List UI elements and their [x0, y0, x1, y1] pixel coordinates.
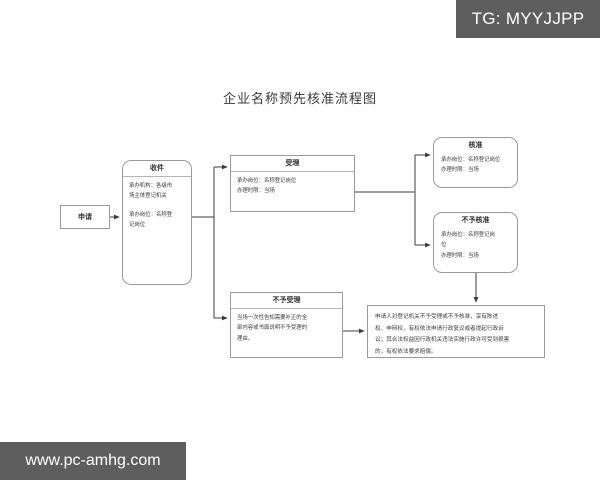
- node-receive-line2: 场主体登记机关: [129, 193, 167, 200]
- node-rights-line4: 的，有权依法要求赔偿。: [375, 348, 437, 355]
- node-not-approve-line3: 办理时限：当场: [441, 252, 479, 259]
- node-accept-title: 受理: [231, 156, 354, 172]
- node-not-approve-title: 不予核准: [461, 216, 490, 224]
- node-not-accept-body: 当场一次性告知需要补正的全 部内容或书面说明不予受理的 理由。: [231, 309, 342, 350]
- node-receive-line1: 承办机构：各级市: [129, 182, 173, 189]
- node-not-accept-line2: 部内容或书面说明不予受理的: [237, 325, 308, 332]
- node-not-accept[interactable]: 不予受理 当场一次性告知需要补正的全 部内容或书面说明不予受理的 理由。: [230, 292, 343, 358]
- node-accept-line1: 承办岗位：名称登记岗位: [237, 177, 297, 184]
- node-receive-line4: 记岗位: [129, 222, 146, 229]
- node-approve-line1: 承办岗位：名称登记岗位: [441, 156, 501, 163]
- node-receive-line3: 承办岗位：名称登: [129, 211, 173, 218]
- watermark-banner: www.pc-amhg.com: [0, 442, 186, 480]
- node-approve-title: 核准: [468, 141, 483, 149]
- node-not-accept-line1: 当场一次性告知需要补正的全: [237, 314, 308, 321]
- node-approve-body: 承办岗位：名称登记岗位 办理时限：当场: [434, 153, 517, 180]
- node-apply-label: 申请: [78, 213, 92, 221]
- node-accept-body: 承办岗位：名称登记岗位 办理时限：当场: [231, 172, 354, 203]
- node-receive[interactable]: 收件 承办机构：各级市 场主体登记机关 承办岗位：名称登 记岗位: [122, 160, 192, 285]
- node-rights-line1: 申请人对登记机关不予受理或不予核准，享有陈述: [375, 314, 499, 320]
- node-accept-line2: 办理时限：当场: [237, 188, 275, 195]
- node-accept[interactable]: 受理 承办岗位：名称登记岗位 办理时限：当场: [230, 155, 355, 212]
- node-rights-notice-body: 申请人对登记机关不予受理或不予核准，享有陈述 权、申辩权，有权依法申请行政复议或…: [368, 306, 544, 357]
- node-not-approve-line2: 位: [441, 242, 447, 249]
- node-not-approve[interactable]: 不予核准 承办岗位：名称登记岗 位 办理时限：当场: [433, 212, 518, 273]
- node-not-accept-line3: 理由。: [237, 335, 254, 342]
- node-approve-line2: 办理时限：当场: [441, 167, 479, 174]
- node-not-approve-body: 承办岗位：名称登记岗 位 办理时限：当场: [434, 228, 517, 265]
- page-title: 企业名称预先核准流程图: [222, 92, 377, 107]
- node-rights-line2: 权、申辩权，有权依法申请行政复议或者提起行政诉: [375, 325, 504, 332]
- node-not-accept-title: 不予受理: [231, 293, 342, 309]
- node-approve[interactable]: 核准 承办岗位：名称登记岗位 办理时限：当场: [433, 137, 518, 188]
- node-receive-title: 收件: [123, 161, 191, 177]
- tg-tag-banner: TG: MYYJJPP: [456, 0, 600, 38]
- node-rights-notice[interactable]: 申请人对登记机关不予受理或不予核准，享有陈述 权、申辩权，有权依法申请行政复议或…: [367, 305, 545, 358]
- node-apply[interactable]: 申请: [60, 205, 110, 229]
- node-rights-line3: 讼；其合法权益因行政机关违法实施行政许可受到损害: [375, 337, 510, 344]
- node-receive-body: 承办机构：各级市 场主体登记机关 承办岗位：名称登 记岗位: [123, 177, 191, 237]
- node-not-approve-line1: 承办岗位：名称登记岗: [441, 231, 495, 238]
